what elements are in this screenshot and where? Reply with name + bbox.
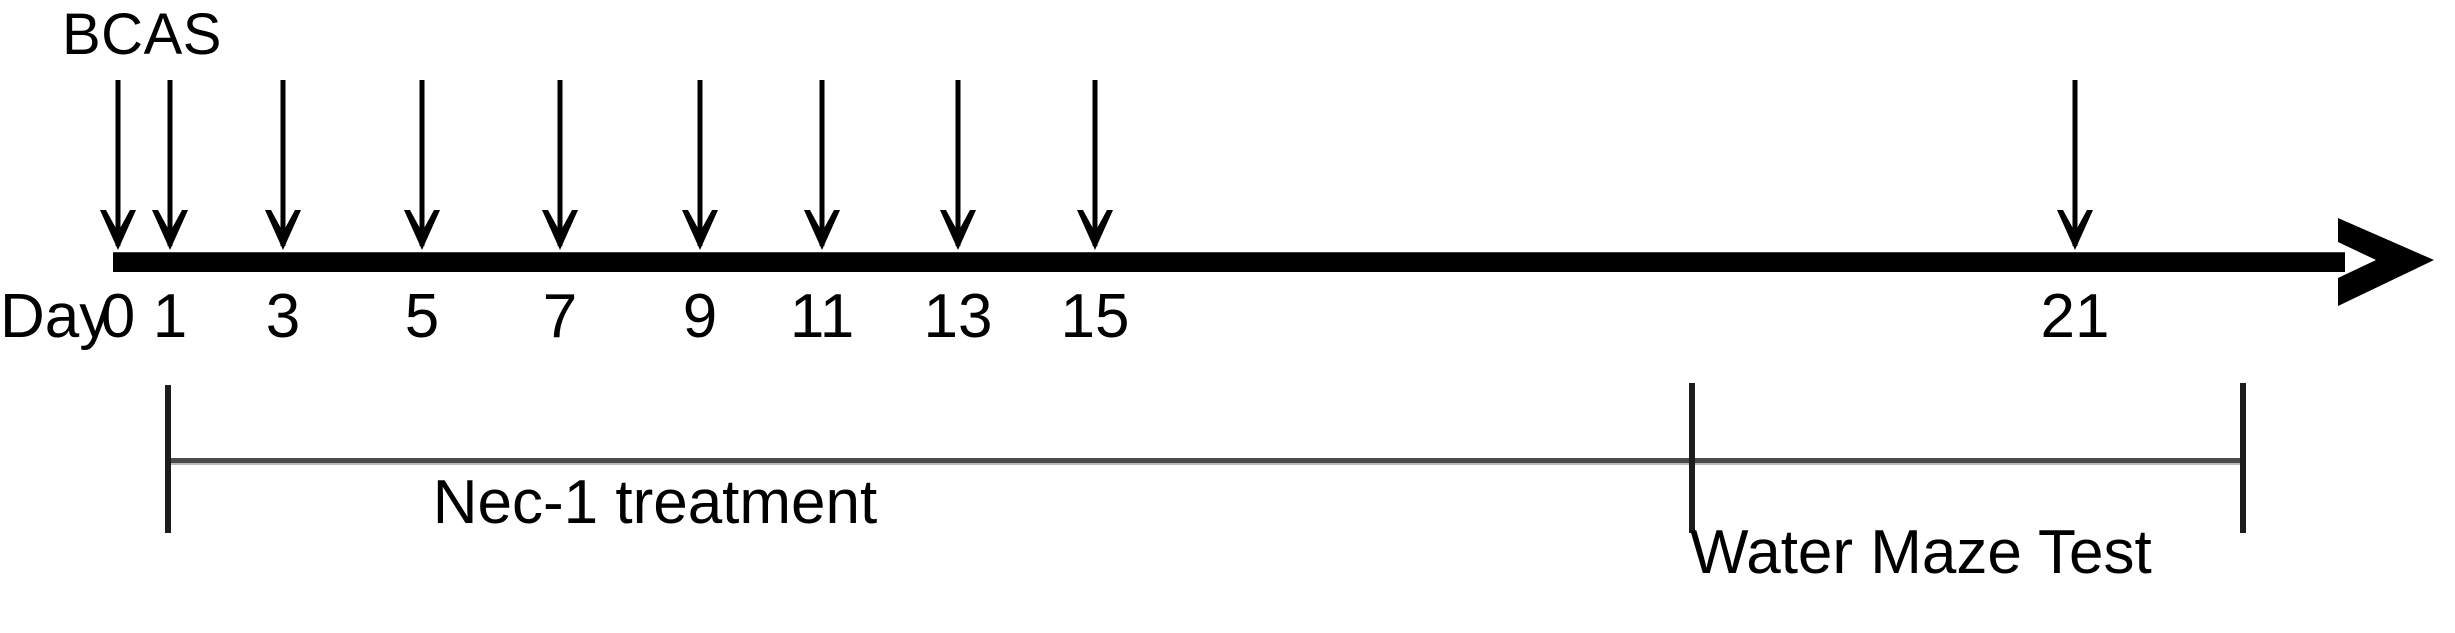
dose-arrow-icon xyxy=(1073,80,1117,252)
dose-arrow-icon xyxy=(800,80,844,252)
day-tick-label: 0 xyxy=(100,282,136,351)
dose-arrow-icon xyxy=(538,80,582,252)
day-tick-label: 21 xyxy=(2040,282,2110,351)
dose-arrow-icon xyxy=(936,80,980,252)
bracket-tick-day-21 xyxy=(2240,383,2246,533)
nec1-treatment-bracket xyxy=(168,458,2243,465)
dose-arrow-icon xyxy=(400,80,444,252)
timeline-arrowhead-icon xyxy=(2330,214,2450,310)
bcas-label: BCAS xyxy=(62,2,222,67)
dose-arrow-icon xyxy=(148,80,192,252)
bracket-tick-day-15 xyxy=(1689,383,1695,533)
nec1-treatment-label: Nec-1 treatment xyxy=(432,468,878,537)
day-tick-label: 1 xyxy=(152,282,188,351)
dose-arrow-icon xyxy=(96,80,140,252)
dose-arrow-icon xyxy=(2053,80,2097,252)
dose-arrow-icon xyxy=(261,80,305,252)
day-tick-label: 5 xyxy=(404,282,440,351)
day-tick-label: 13 xyxy=(923,282,993,351)
day-tick-label: 15 xyxy=(1060,282,1130,351)
day-tick-label: 7 xyxy=(542,282,578,351)
day-axis-word: Day xyxy=(0,282,111,351)
day-tick-label: 11 xyxy=(789,282,855,351)
bracket-tick-day-1 xyxy=(165,385,171,533)
timeline-axis-bar xyxy=(113,252,2345,272)
day-tick-label: 9 xyxy=(682,282,718,351)
day-tick-label: 3 xyxy=(265,282,301,351)
dose-arrow-icon xyxy=(678,80,722,252)
water-maze-test-label: Water Maze Test xyxy=(1690,518,2152,587)
